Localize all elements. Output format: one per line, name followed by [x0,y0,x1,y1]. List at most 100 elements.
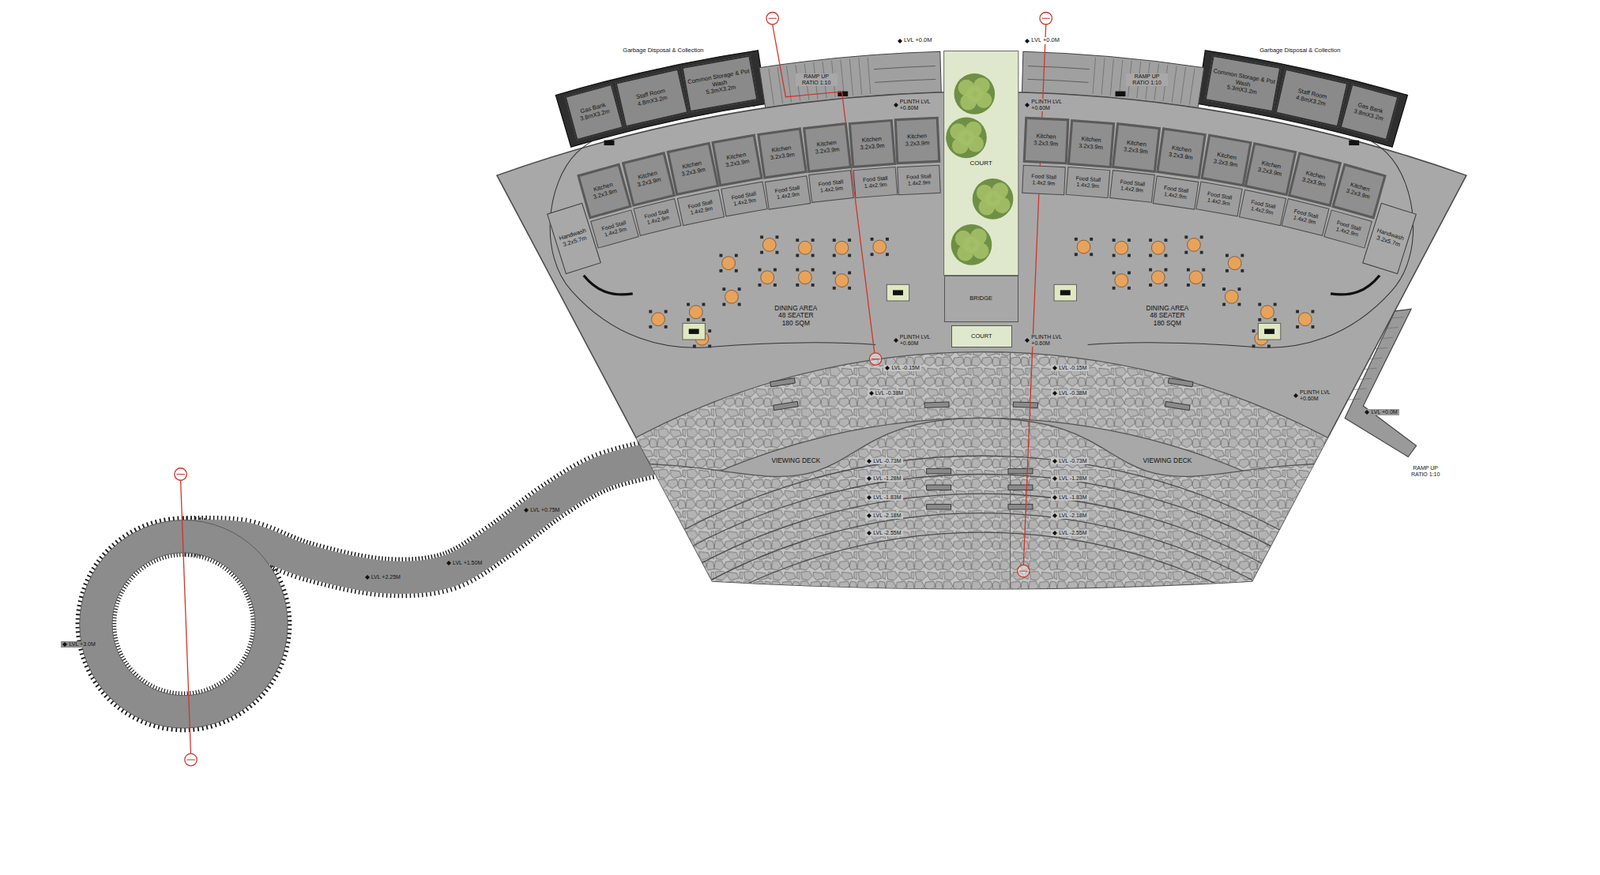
chair [737,287,742,291]
chair [832,286,836,290]
chair [1164,268,1168,272]
chair [811,283,815,287]
chair [1200,251,1204,255]
bench [926,504,952,510]
level-label: PLINTH LVL +0.60M [892,334,941,347]
chair [758,268,762,272]
bin [1115,91,1126,97]
bin [604,140,615,146]
chair [1222,287,1226,291]
ramp-hatch [1118,60,1122,97]
section-marker [869,353,881,366]
kitchen-unit: Kitchen3.2x3.9m [1155,128,1206,180]
node-text: COURT [971,333,993,341]
stair-line [1027,79,1088,83]
level-marker [866,476,872,482]
node-text: Food Stall [906,173,932,181]
level-label: LVL -0.15M [1050,365,1088,372]
court-ground [944,51,1019,276]
food-stall: Food Stall1.4x2.9m [677,189,725,227]
level-label: LVL -2.55M [1050,530,1088,537]
ramp-hatch [1101,58,1105,95]
chair [1112,271,1116,275]
level-marker [1052,391,1058,396]
side-ramp-hatch [1391,317,1404,319]
kitchen-unit: Kitchen3.2x3.9m [621,151,676,208]
level-diamond [1364,410,1370,415]
level-label: LVL -0.38M [1050,390,1088,397]
chair [847,238,851,242]
chair [885,252,889,256]
circulation-line [1088,105,1414,348]
chair [1238,287,1242,291]
level-marker [893,338,899,343]
plan-label: DINING AREA 48 SEATER 180 SQM [1142,304,1192,328]
dining-table [760,271,775,285]
step-line [685,532,1278,618]
chair [773,283,777,287]
level-diamond [893,102,899,108]
chair [847,271,851,275]
node-text: 1.4x2.9m [820,185,844,195]
node-text: 1.4x2.9m [907,179,931,187]
chair [1186,283,1190,287]
plan-label: VIEWING DECK [1140,457,1194,466]
chair [775,251,780,255]
ramp-hatch [1171,65,1177,102]
section-line [180,480,192,754]
side-ramp-hatch [1380,337,1393,339]
ramp-hatch [858,58,863,95]
chair [1112,286,1116,290]
chair [722,303,726,307]
bench [773,401,799,411]
label-text: LVL -2.18M [1058,512,1087,520]
dining-table [1187,238,1201,253]
dining-table [1227,256,1242,271]
dining-table [1151,271,1165,285]
label-text: LVL +2.25M [371,574,401,581]
label-text: VIEWING DECK [771,457,821,466]
level-diamond [893,338,899,343]
chair [885,237,889,241]
chair [775,235,780,239]
level-diamond [1024,38,1030,44]
level-label: LVL -1.28M [865,475,903,482]
level-label: LVL -1.28M [1050,475,1088,482]
section-marker [1017,564,1030,577]
section-marker-tick [1019,571,1028,573]
dining-table [1076,240,1091,254]
label-text: LVL -0.38M [875,390,904,397]
level-label: LVL -0.38M [867,390,905,397]
kitchen-unit: Kitchen3.2x3.9m [666,142,719,196]
label-text: LVL +0.0M [903,37,933,45]
chair [1273,318,1277,322]
chair [702,303,706,307]
dining-table [722,256,736,271]
level-marker [365,575,370,580]
chair [795,238,799,242]
label-text: LVL -0.15M [891,365,919,372]
label-text: Garbage Disposal & Collection [1259,47,1341,55]
side-ramp-hatch [1364,368,1377,369]
node-text: BRIDGE [969,295,993,303]
stair-line [1027,66,1090,70]
chair [1127,271,1131,275]
chair [795,254,799,258]
level-marker [866,513,872,519]
dining-table [798,240,813,255]
level-diamond [1052,365,1058,371]
chair [734,269,738,273]
level-marker [523,508,529,513]
section-marker-tick [871,358,880,360]
food-stall: Food Stall1.4x2.9m [852,166,898,199]
level-marker [1293,393,1299,399]
node-text: 1.4x2.9m [1032,179,1056,187]
planter [1257,323,1280,340]
chair [1184,251,1188,255]
label-text: PLINTH LVL +0.60M [899,98,939,112]
chair [648,310,652,314]
level-diamond [1052,495,1058,501]
label-text: LVL -2.55M [873,530,901,537]
kitchen-unit: Kitchen3.2x3.9m [1200,134,1252,188]
dining-table [1298,312,1312,327]
